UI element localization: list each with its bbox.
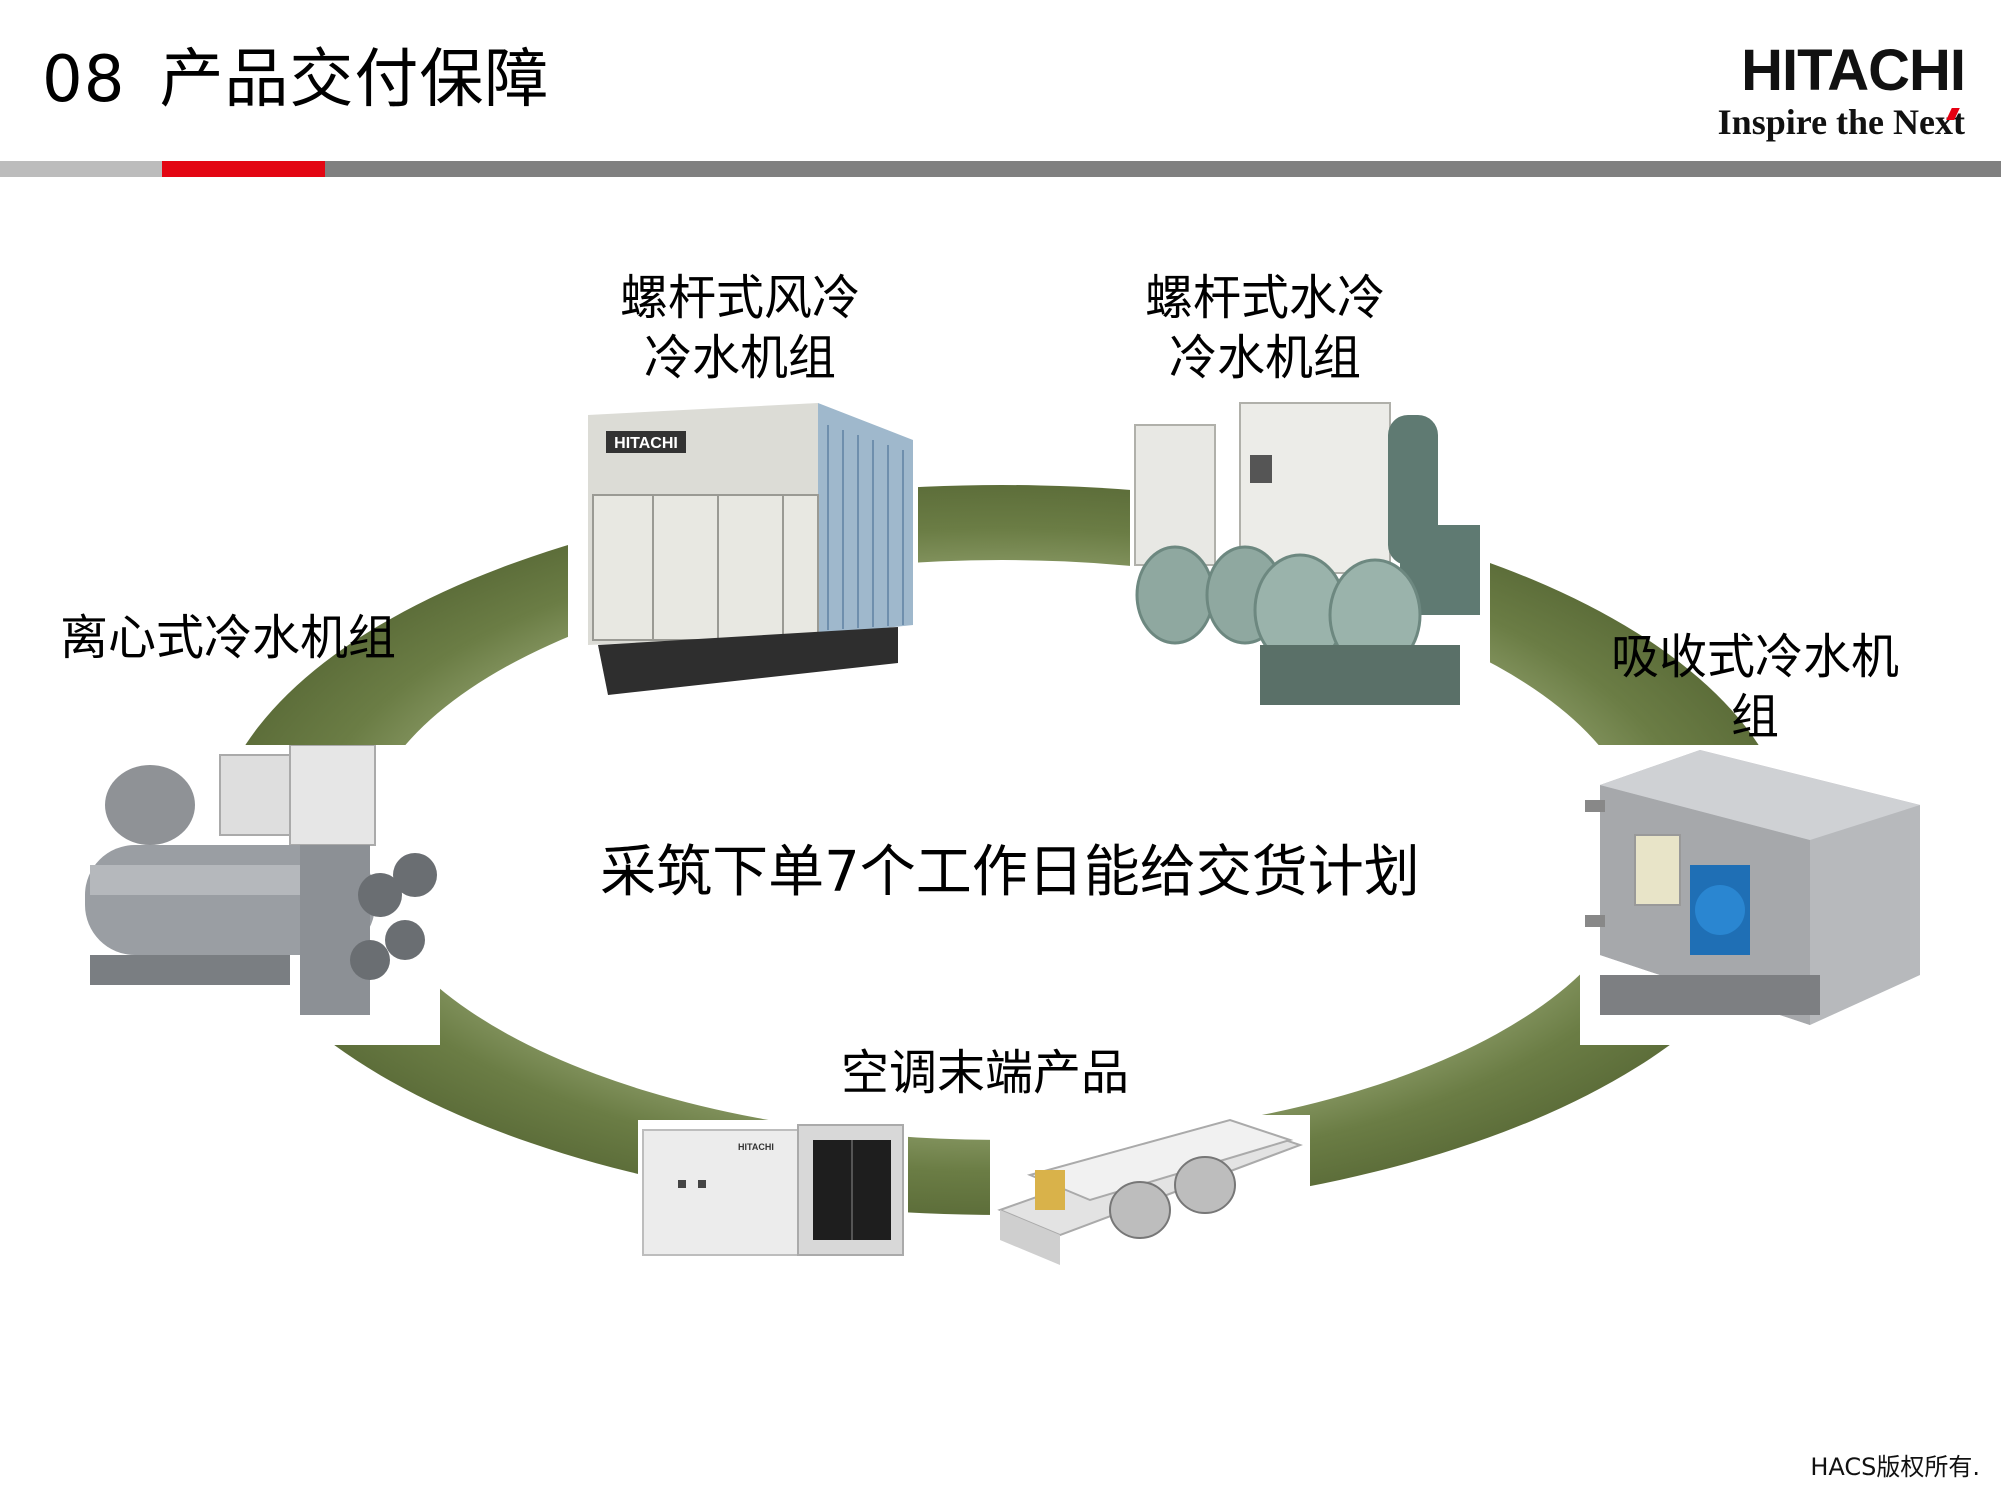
label-absorption-line2: 组	[1730, 689, 1779, 745]
label-screw-air-cooled-line1: 螺杆式风冷	[619, 270, 860, 326]
footer-copyright: HACS版权所有.	[1810, 1453, 1980, 1481]
center-message: 采筑下单7个工作日能给交货计划	[600, 840, 1420, 905]
section-number: 08	[42, 43, 126, 117]
label-terminal: 空调末端产品	[810, 1043, 1160, 1103]
label-absorption: 吸收式冷水机 组	[1590, 627, 1920, 747]
centrifugal-chiller-image	[70, 745, 440, 1045]
label-centrifugal-line1: 离心式冷水机组	[60, 610, 397, 666]
slide-title: 08 产品交付保障	[42, 38, 549, 122]
label-screw-air-cooled: 螺杆式风冷 冷水机组	[560, 268, 920, 388]
label-screw-water-cooled: 螺杆式水冷 冷水机组	[1085, 268, 1445, 388]
header-rule-accent	[162, 161, 325, 177]
logo-tagline: Inspire the Next	[1717, 102, 1965, 142]
hitachi-logo: HITACHI Inspire the Next	[1665, 38, 1966, 143]
screw-water-cooled-chiller-image	[1130, 395, 1490, 715]
air-cooled-nameplate: HITACHI	[614, 435, 678, 452]
air-handling-unit-image: HITACHI	[638, 1120, 908, 1260]
header-rule-light	[0, 161, 162, 177]
absorption-chiller-image	[1580, 745, 1930, 1045]
title-text: 产品交付保障	[159, 43, 550, 117]
fan-coil-unit-image	[990, 1115, 1310, 1270]
header-rule-dark	[325, 161, 2001, 177]
label-absorption-line1: 吸收式冷水机	[1610, 629, 1899, 685]
label-centrifugal: 离心式冷水机组	[60, 608, 440, 668]
logo-brand: HITACHI	[1741, 38, 1966, 103]
label-terminal-line1: 空调末端产品	[840, 1045, 1129, 1101]
label-screw-air-cooled-line2: 冷水机组	[643, 330, 836, 386]
label-screw-water-cooled-line2: 冷水机组	[1168, 330, 1361, 386]
ahu-nameplate: HITACHI	[738, 1142, 774, 1152]
screw-air-cooled-chiller-image: HITACHI	[568, 395, 918, 710]
label-screw-water-cooled-line1: 螺杆式水冷	[1144, 270, 1385, 326]
